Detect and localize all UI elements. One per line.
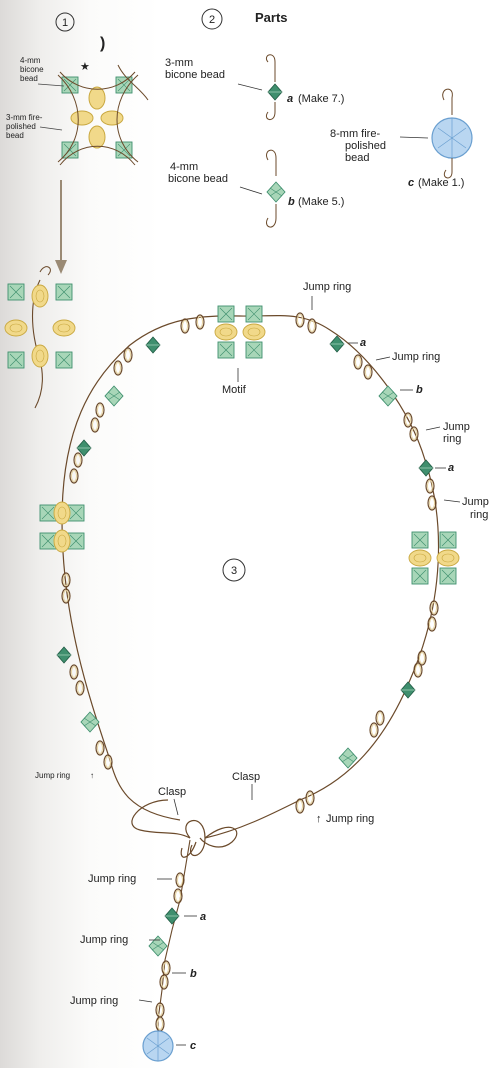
part-c-letter: c [408, 177, 414, 189]
part-b-illustration [240, 150, 285, 227]
part-c-count: (Make 1.) [418, 177, 464, 189]
svg-text:bicone: bicone [20, 65, 44, 74]
fire-polished-bead-c [143, 1031, 173, 1061]
part-c-desc-line2: polished [345, 140, 386, 152]
svg-text:bead: bead [20, 74, 38, 83]
jump-ring-label-2: Jump ring [392, 351, 440, 363]
jump-ring-label-pendant-2: Jump ring [80, 934, 128, 946]
clasp-label-left: Clasp [158, 786, 186, 798]
up-arrow-icon: ↑ [316, 813, 322, 825]
jump-ring-label-left: Jump ring [35, 771, 70, 780]
ring-label-4: ring [470, 509, 488, 521]
jump-ring-label-pendant-1: Jump ring [88, 873, 136, 885]
jump-label-4: Jump [462, 496, 489, 508]
part-b-desc-line2: bicone bead [168, 173, 228, 185]
motif-top [215, 306, 265, 358]
clasp-label-right: Clasp [232, 771, 260, 783]
label-b-1: b [416, 384, 423, 396]
bicone-beads-b [81, 386, 397, 956]
label-c-pendant: c [190, 1040, 196, 1052]
step1-number-badge: 1 [56, 13, 74, 31]
part-a-letter: a [287, 93, 293, 105]
up-arrow-icon: ↑ [90, 771, 94, 780]
part-c-illustration [400, 89, 472, 178]
clasp-hook [132, 800, 237, 857]
svg-text:): ) [100, 35, 105, 52]
step1-weave-illustration: ★ ) [38, 35, 148, 165]
step3-number-badge: 3 [223, 559, 245, 581]
step1-arrow [55, 180, 67, 274]
svg-text:3-mm fire-: 3-mm fire- [6, 113, 43, 122]
bicone-beads-a [57, 336, 433, 924]
svg-text:bead: bead [6, 131, 24, 140]
ring-label-3: ring [443, 433, 461, 445]
svg-text:polished: polished [6, 122, 36, 131]
label-a-1: a [360, 337, 366, 349]
svg-text:4-mm: 4-mm [20, 56, 41, 65]
part-c-desc-line3: bead [345, 152, 369, 164]
part-a-desc-line1: 3-mm [165, 57, 193, 69]
part-b-letter: b [288, 196, 295, 208]
part-a-illustration [238, 55, 282, 120]
step1-label-firepolished: 3-mm fire- polished bead [6, 113, 43, 140]
svg-text:2: 2 [209, 14, 215, 26]
step1-result-motif [5, 267, 75, 408]
label-a-pendant: a [200, 911, 206, 923]
svg-text:★: ★ [80, 61, 90, 73]
step1-label-bicone: 4-mm bicone bead [20, 56, 44, 83]
label-b-pendant: b [190, 968, 197, 980]
necklace-wire [62, 316, 439, 1040]
part-b-count: (Make 5.) [298, 196, 344, 208]
jump-label-3: Jump [443, 421, 470, 433]
part-a-desc-line2: bicone bead [165, 69, 225, 81]
part-b-desc-line1: 4-mm [170, 161, 198, 173]
parts-title: Parts [255, 10, 288, 25]
part-a-count: (Make 7.) [298, 93, 344, 105]
part-c-desc-line1: 8-mm fire- [330, 128, 380, 140]
jump-ring-label-pendant-3: Jump ring [70, 995, 118, 1007]
svg-text:1: 1 [62, 17, 68, 29]
step2-number-badge: 2 [202, 9, 222, 29]
jump-rings [62, 313, 438, 1031]
motif-right [409, 532, 459, 584]
motif-label: Motif [222, 384, 247, 396]
jump-ring-label-bottom: Jump ring [326, 813, 374, 825]
svg-text:3: 3 [231, 565, 237, 577]
jump-ring-label-top: Jump ring [303, 281, 351, 293]
label-a-2: a [448, 462, 454, 474]
